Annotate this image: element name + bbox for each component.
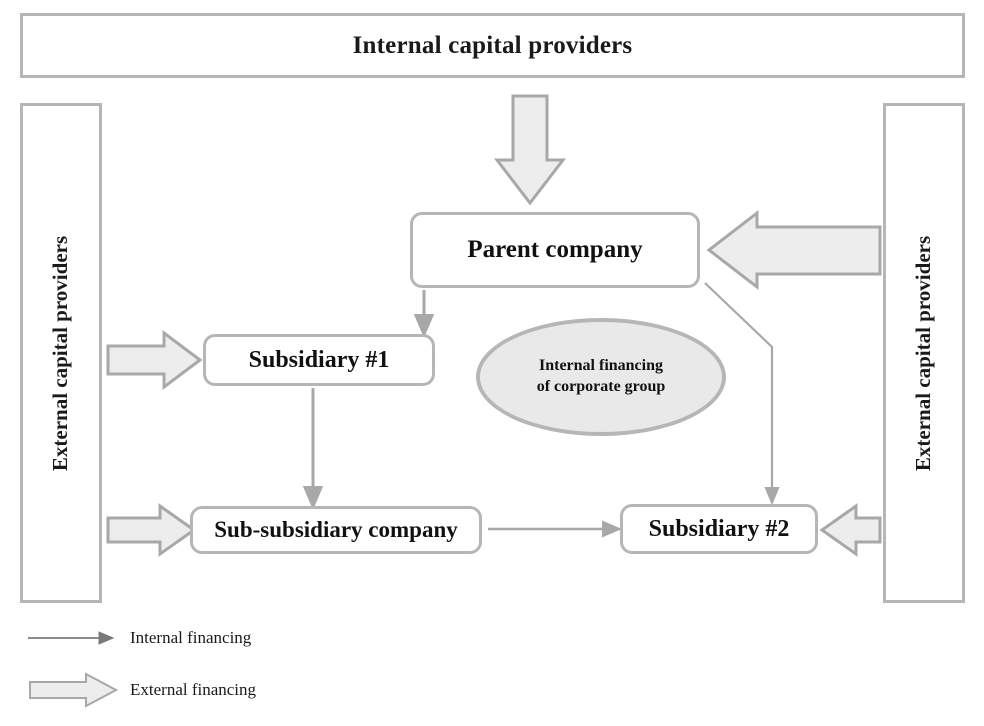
external-capital-providers-right-label: External capital providers [911,235,936,471]
node-subsidiary-2[interactable]: Subsidiary #2 [620,504,818,554]
node-sub-subsidiary-company-label: Sub-subsidiary company [214,517,458,542]
ellipse-line-1: Internal financing [538,357,663,375]
node-subsidiary-1[interactable]: Subsidiary #1 [203,334,435,386]
external-capital-providers-left-panel: External capital providers [20,103,102,603]
block-arrow-icon [29,672,118,708]
legend-external-financing-label: External financing [130,680,257,699]
legend-item-external-financing: External financing [28,672,256,708]
external-capital-providers-right-panel: External capital providers [883,103,965,603]
node-subsidiary-2-label: Subsidiary #2 [648,515,790,542]
legend-item-internal-financing: Internal financing [28,628,251,648]
legend: Internal financing External financing [28,622,448,718]
internal-capital-providers-label: Internal capital providers [352,31,633,59]
ellipse-line-2: of corporate group [536,378,666,395]
block-arrow-right-external-to-parent [706,209,882,291]
block-arrow-providers-to-parent [493,94,567,206]
node-parent-company-label: Parent company [467,236,643,263]
block-arrow-right-external-to-subsidiary-2 [819,503,882,557]
external-capital-providers-left-label: External capital providers [48,235,73,471]
internal-capital-providers-banner: Internal capital providers [20,13,965,78]
legend-internal-financing-label: Internal financing [130,628,252,647]
block-arrow-left-external-to-sub-subsidiary [106,503,197,557]
ellipse-internal-financing: Internal financing of corporate group [476,318,726,436]
node-sub-subsidiary-company[interactable]: Sub-subsidiary company [190,506,482,554]
node-subsidiary-1-label: Subsidiary #1 [248,346,390,373]
node-parent-company[interactable]: Parent company [410,212,700,288]
block-arrow-left-external-to-subsidiary-1 [106,330,203,390]
thin-arrow-icon [28,631,115,645]
